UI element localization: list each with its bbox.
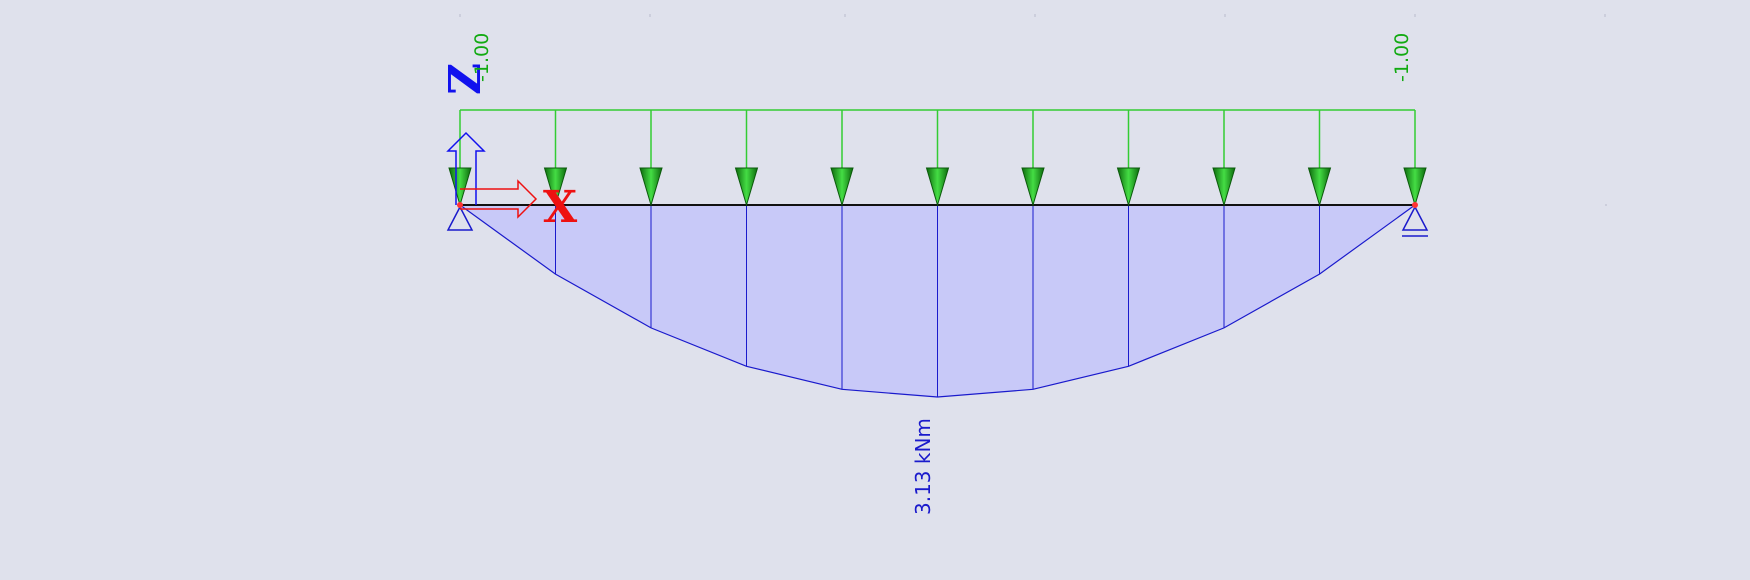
x-axis-label: X: [543, 182, 578, 233]
node-right: [1412, 202, 1418, 208]
grid-marks: [459, 14, 1607, 206]
load-arrow: [734, 110, 759, 207]
load-arrow: [639, 110, 663, 207]
load-arrow: [448, 110, 472, 207]
moment-diagram: [459, 204, 1416, 398]
node-left: [457, 202, 463, 208]
load-arrow: [1116, 110, 1141, 207]
x-axis-arrow: [460, 179, 538, 219]
pinned-support: [446, 205, 474, 231]
roller-support: [1401, 205, 1429, 237]
z-axis-arrow: [446, 131, 486, 205]
moment-ordinates: [555, 205, 1320, 397]
moment-max-label: 3.13 kNm: [911, 418, 935, 515]
moment-curve: [459, 204, 1416, 398]
load-value-end: -1.00: [1391, 33, 1413, 82]
load-value-start: -1.00: [471, 33, 493, 82]
load-arrows: [448, 110, 1427, 207]
load-arrow: [1212, 110, 1236, 207]
z-axis-label: Z: [440, 63, 491, 95]
load-arrow: [1403, 110, 1427, 207]
load-arrow: [1307, 110, 1332, 207]
distributed-load: [448, 109, 1427, 207]
load-arrow: [543, 110, 568, 207]
load-arrow: [925, 110, 950, 207]
load-arrow: [1021, 110, 1045, 207]
load-arrow: [830, 110, 854, 207]
